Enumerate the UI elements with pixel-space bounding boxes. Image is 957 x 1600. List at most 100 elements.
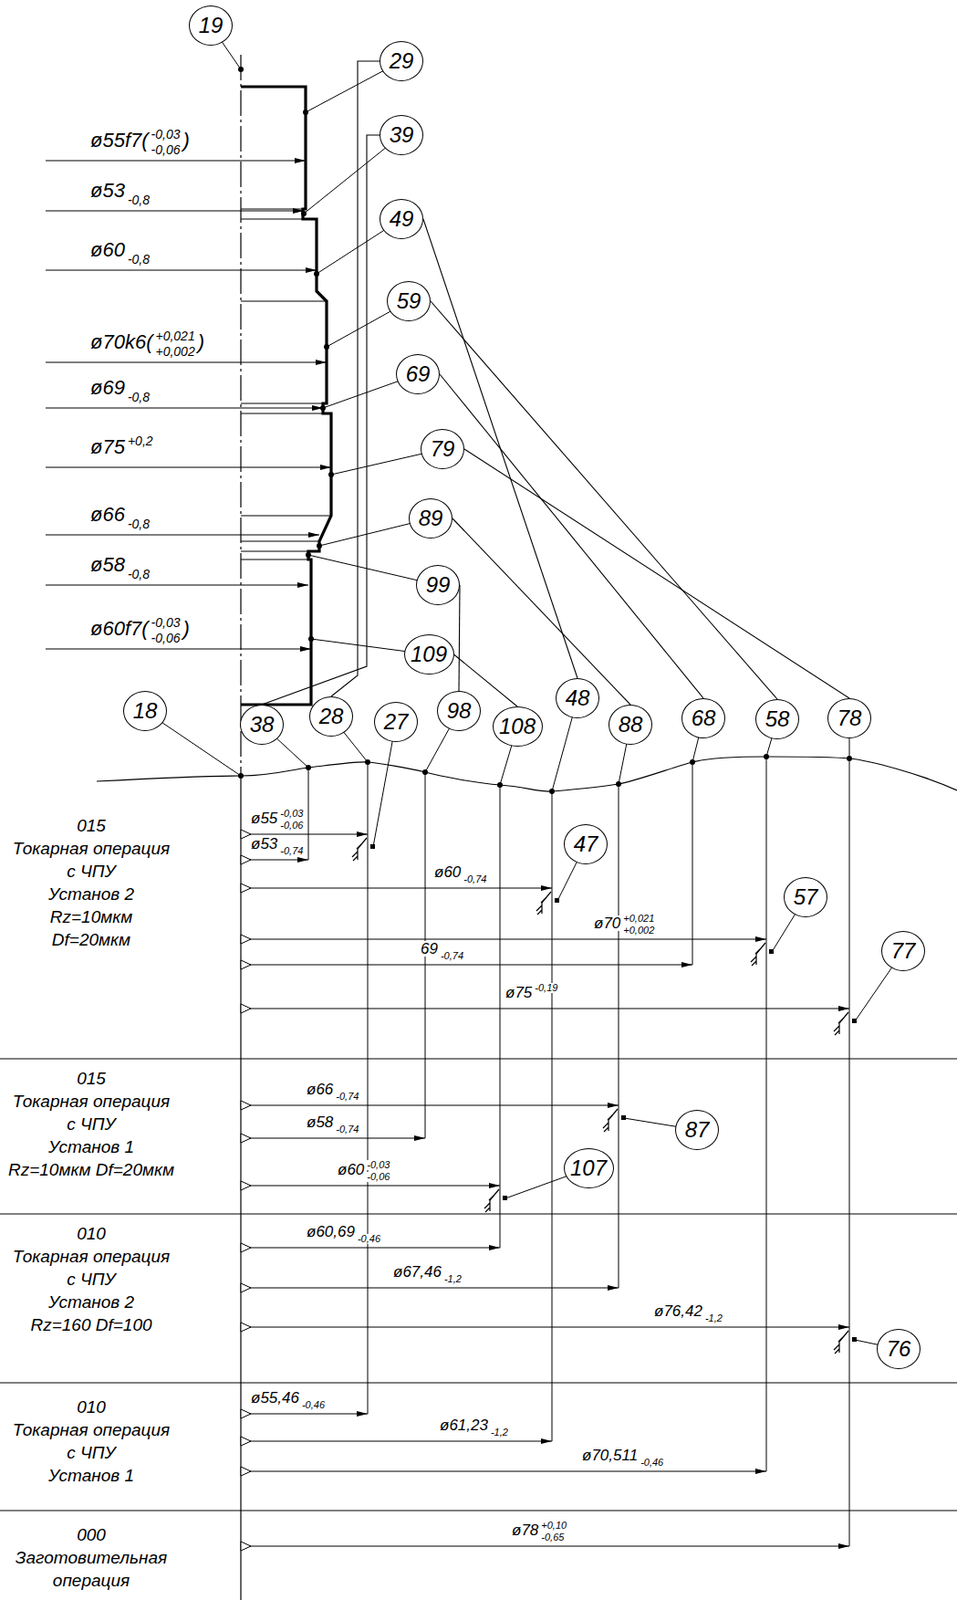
base-triangle xyxy=(240,854,251,864)
point-dot xyxy=(621,1114,626,1120)
dimension-value: ø67,46 xyxy=(392,1263,443,1280)
tolerance-value: -0,8 xyxy=(126,252,151,266)
step-line xyxy=(240,559,312,561)
dimension-value: ø70k6( xyxy=(89,332,154,353)
hatch-symbol xyxy=(603,1108,618,1132)
operation-note: Заготовительная xyxy=(14,1546,168,1569)
operation-note: с ЧПУ xyxy=(65,1113,116,1135)
callout-number: 48 xyxy=(565,686,591,709)
callout-circle: 78 xyxy=(827,697,872,739)
hatch-symbol xyxy=(750,942,766,966)
dimension-value: ø70,511 xyxy=(581,1446,639,1463)
callout-number: 59 xyxy=(396,290,422,313)
callout-circle: 29 xyxy=(379,41,424,82)
callout-circle: 49 xyxy=(379,198,424,240)
point-dot xyxy=(554,897,560,903)
extension-line xyxy=(499,784,501,1248)
tolerance-value: -0,06 xyxy=(150,143,182,157)
callout-circle: 47 xyxy=(563,823,608,864)
graph-link xyxy=(452,518,631,705)
dimension-value: ø60 xyxy=(336,1161,365,1177)
tolerance-value: -0,46 xyxy=(639,1456,665,1467)
callout-number: 76 xyxy=(886,1337,912,1360)
dimension-value: ø53 xyxy=(89,180,126,201)
dimension-arrow xyxy=(45,647,312,649)
dimension-arrow xyxy=(240,1136,426,1138)
callout-circle: 77 xyxy=(881,930,926,971)
hatch-symbol xyxy=(833,1011,849,1035)
operation-note: Токарная операция xyxy=(11,837,171,860)
callout-circle: 69 xyxy=(395,353,440,395)
base-triangle xyxy=(240,934,251,944)
callout-circle: 87 xyxy=(675,1109,719,1150)
base-triangle xyxy=(240,1466,251,1476)
surface-leaders xyxy=(210,25,443,655)
dimension-arrow xyxy=(45,269,317,271)
tolerance-value: -0,03 xyxy=(279,808,304,819)
point-dot xyxy=(852,1018,857,1023)
operation-note: Токарная операция xyxy=(11,1090,171,1113)
point-dot xyxy=(316,542,323,549)
dimension-bracket: ) xyxy=(182,618,191,639)
operation-note: с ЧПУ xyxy=(65,1441,116,1464)
extension-line xyxy=(618,783,620,1288)
base-marks xyxy=(240,829,251,1550)
dimension-value: ø55f7( xyxy=(89,130,150,151)
tolerance-value: -0,06 xyxy=(365,1171,391,1182)
callout-number: 79 xyxy=(430,437,456,460)
point-dot xyxy=(238,66,244,73)
tolerance-value: +0,002 xyxy=(154,344,196,358)
operation-note: 000 xyxy=(75,1523,107,1546)
extension-line xyxy=(849,758,851,1546)
surface-points xyxy=(238,66,334,642)
tolerance-value: -0,06 xyxy=(279,820,304,831)
point-dot xyxy=(308,635,314,642)
step-lines xyxy=(240,208,332,560)
tolerance-value: -0,74 xyxy=(279,845,304,856)
tolerance-value: -0,74 xyxy=(334,1091,360,1102)
callout-number: 89 xyxy=(418,507,444,530)
tolerance-value: -0,03 xyxy=(150,615,182,629)
step-line xyxy=(240,540,320,542)
separator-line xyxy=(0,1382,957,1384)
callout-circle: 79 xyxy=(420,428,465,469)
base-triangle xyxy=(240,1133,251,1143)
callout-number: 98 xyxy=(447,699,472,722)
dimension-value: ø60f7( xyxy=(89,618,150,639)
base-triangle xyxy=(240,1321,251,1332)
step-line xyxy=(240,515,332,517)
callout-number: 29 xyxy=(389,50,415,73)
dimension-arrow xyxy=(240,1544,850,1546)
operation-note: Rz=10мкм Df=20мкм xyxy=(7,1158,176,1181)
point-dot xyxy=(328,471,334,478)
callout-number: 68 xyxy=(691,707,717,729)
callout-number: 49 xyxy=(389,208,415,230)
operation-note: Установ 2 xyxy=(47,1290,136,1313)
callout-circle: 88 xyxy=(608,704,653,745)
callout-circle: 68 xyxy=(681,697,726,739)
graph-link xyxy=(458,584,460,691)
callout-number: 39 xyxy=(389,124,415,146)
tolerance-value: -0,74 xyxy=(334,1123,360,1134)
dimension-value: ø69 xyxy=(89,377,126,398)
callout-circle: 58 xyxy=(755,698,800,739)
dimension-value: ø55 xyxy=(249,810,279,826)
step-line xyxy=(240,208,303,210)
callout-number: 47 xyxy=(573,832,599,855)
dimension-value: ø78 xyxy=(510,1521,540,1538)
shaft-profile xyxy=(240,86,332,705)
callout-number: 87 xyxy=(685,1118,710,1141)
tolerance-value: -0,74 xyxy=(439,950,465,961)
step-line xyxy=(240,551,309,552)
operation-note: Токарная операция xyxy=(11,1245,171,1268)
base-triangle xyxy=(240,1540,251,1550)
operation-note: операция xyxy=(52,1569,131,1592)
callout-number: 78 xyxy=(837,707,863,729)
base-triangle xyxy=(240,1180,251,1190)
symbol-leaders xyxy=(373,721,904,1349)
callout-circle: 48 xyxy=(555,677,600,718)
operation-note: 015 xyxy=(75,814,107,837)
extension-line xyxy=(766,756,768,1471)
callout-number: 19 xyxy=(198,14,224,37)
callout-circle: 59 xyxy=(386,280,431,322)
